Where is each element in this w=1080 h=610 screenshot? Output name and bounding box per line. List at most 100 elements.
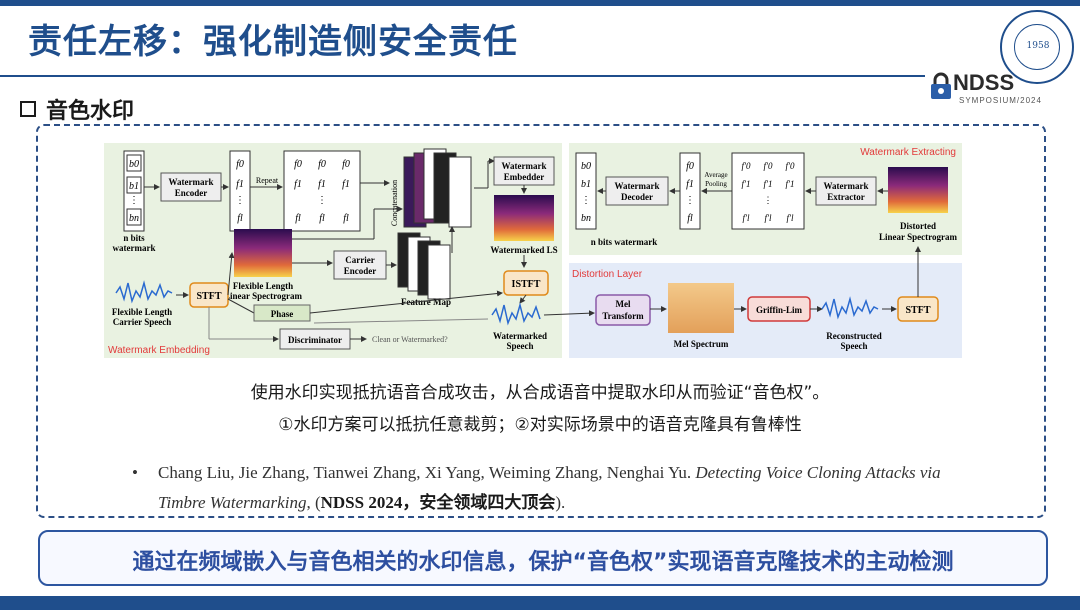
svg-text:Linear Spectrogram: Linear Spectrogram (224, 291, 302, 301)
watermarked-ls-label: Watermarked LS (490, 245, 557, 255)
svg-text:Distorted: Distorted (900, 221, 936, 231)
reference-venue-note: ，安全领域四大顶会 (402, 493, 556, 512)
svg-text:Watermark: Watermark (824, 181, 869, 191)
concatenation-label: Concatenation (390, 180, 399, 226)
svg-text:Discriminator: Discriminator (288, 335, 342, 345)
ndss-logo: NDSS SYMPOSIUM/2024 (925, 68, 1045, 110)
mel-spectrum-image (668, 283, 734, 333)
svg-text:Reconstructed: Reconstructed (826, 331, 882, 341)
reconstructed-waveform (821, 296, 879, 320)
svg-text:f1: f1 (342, 179, 350, 190)
reference-bullet: • (132, 463, 138, 482)
takeaway-callout: 通过在频域嵌入与音色相关的水印信息，保护“音色权”实现语音克隆技术的主动检测 (38, 530, 1048, 586)
top-bar (0, 0, 1080, 6)
svg-text:f'l: f'l (743, 213, 750, 223)
svg-text:Transform: Transform (602, 311, 644, 321)
svg-text:Decoder: Decoder (621, 192, 653, 202)
svg-text:fl: fl (237, 213, 243, 224)
svg-text:f'0: f'0 (764, 161, 773, 171)
svg-text:b0: b0 (581, 161, 591, 172)
svg-text:ISTFT: ISTFT (512, 279, 541, 290)
svg-text:bn: bn (129, 213, 139, 224)
repeated-features: f0 f0 f0 f1 f1 f1 ⋮ fl fl fl (283, 150, 361, 232)
svg-text:f'l: f'l (765, 213, 772, 223)
svg-text:f1: f1 (686, 179, 694, 190)
seal-year: 1958 (1026, 41, 1050, 51)
mel-transform-box (595, 294, 651, 326)
section-heading-text: 音色水印 (46, 99, 135, 124)
svg-text:Pooling: Pooling (705, 180, 727, 188)
watermark-extractor-box (815, 176, 877, 206)
svg-text:Flexible Length: Flexible Length (233, 281, 293, 291)
carrier-encoder-box (333, 250, 387, 280)
svg-text:Encoder: Encoder (175, 188, 208, 198)
bottom-bar (0, 596, 1080, 610)
svg-text:⋮: ⋮ (235, 195, 245, 206)
svg-text:Extractor: Extractor (827, 192, 864, 202)
embedding-panel-label: Watermark Embedding (108, 345, 210, 356)
svg-text:f1: f1 (236, 179, 244, 190)
caption-line-1: 使用水印实现抵抗语音合成攻击，从合成语音中提取水印从而验证“音色权”。 (250, 383, 830, 403)
svg-text:f'l: f'l (787, 213, 794, 223)
svg-text:Speech: Speech (841, 341, 868, 351)
output-bits: b0 b1 ⋮ bn (575, 152, 597, 230)
svg-text:b1: b1 (129, 181, 139, 192)
svg-text:f0: f0 (294, 159, 302, 170)
square-bullet-icon (20, 101, 36, 117)
mel-spectrum-label: Mel Spectrum (674, 339, 729, 349)
reference-venue: NDSS 2024 (320, 493, 403, 512)
svg-text:Carrier Speech: Carrier Speech (113, 317, 172, 327)
university-seal-logo: 1958 (1000, 10, 1074, 84)
watermarked-waveform (491, 302, 541, 326)
svg-text:f'0: f'0 (742, 161, 751, 171)
svg-text:Mel: Mel (616, 299, 631, 309)
concatenated-stack (403, 148, 472, 228)
svg-text:f'0: f'0 (786, 161, 795, 171)
svg-text:Average: Average (704, 171, 727, 179)
reference-authors: Chang Liu, Jie Zhang, Tianwei Zhang, Xi … (158, 463, 692, 482)
averaged-vector: f0 f1 ⋮ fl (679, 152, 701, 230)
feature-map-stack (397, 232, 451, 300)
svg-text:f0: f0 (318, 159, 326, 170)
svg-text:Flexible Length: Flexible Length (112, 307, 172, 317)
svg-text:Embedder: Embedder (504, 172, 545, 182)
lock-icon (931, 72, 951, 99)
ndss-name: NDSS (953, 70, 1015, 95)
svg-text:Encoder: Encoder (344, 266, 377, 276)
svg-text:fl: fl (343, 213, 349, 224)
reference-text: Chang Liu, Jie Zhang, Tianwei Zhang, Xi … (158, 463, 941, 512)
timbre-watermark-diagram: b0 b1 ⋮ bn n bits watermark Watermark En… (104, 143, 962, 358)
svg-text:⋮: ⋮ (764, 195, 773, 205)
svg-text:b1: b1 (581, 179, 591, 190)
svg-text:⋮: ⋮ (129, 195, 139, 206)
svg-text:Watermark: Watermark (615, 181, 660, 191)
svg-text:Speech: Speech (507, 341, 534, 351)
svg-text:STFT: STFT (196, 291, 221, 302)
svg-text:Linear Spectrogram: Linear Spectrogram (879, 232, 957, 242)
input-bits: b0 b1 ⋮ bn (123, 150, 145, 232)
svg-text:fl: fl (319, 213, 325, 224)
takeaway-text: 通过在频域嵌入与音色相关的水印信息，保护“音色权”实现语音克隆技术的主动检测 (132, 550, 954, 575)
svg-text:⋮: ⋮ (317, 195, 327, 206)
extracted-features: f'0 f'0 f'0 f'1 f'1 f'1 ⋮ f'l f'l f'l (731, 152, 805, 230)
svg-text:f1: f1 (294, 179, 302, 190)
ndss-subtitle: SYMPOSIUM/2024 (959, 96, 1042, 105)
discriminator-output: Clean or Watermarked? (372, 335, 448, 344)
svg-text:⋮: ⋮ (685, 195, 695, 206)
svg-text:Watermark: Watermark (169, 177, 214, 187)
svg-text:Carrier: Carrier (345, 255, 374, 265)
watermark-decoder-box (605, 176, 669, 206)
svg-text:Phase: Phase (271, 309, 294, 319)
svg-text:fl: fl (295, 213, 301, 224)
watermarked-ls-image (494, 195, 554, 241)
linear-spectrogram-image (234, 229, 292, 277)
svg-text:fl: fl (687, 213, 693, 224)
output-bits-label: n bits watermark (591, 237, 658, 247)
content-frame (36, 124, 1046, 518)
seal-inner-ring: 1958 (1014, 24, 1060, 70)
section-heading: 音色水印 (20, 93, 134, 125)
carrier-waveform (115, 280, 173, 304)
svg-text:STFT: STFT (905, 305, 930, 316)
reference-title: Detecting Voice Cloning Attacks via Timb… (158, 463, 941, 512)
svg-text:f0: f0 (686, 161, 694, 172)
